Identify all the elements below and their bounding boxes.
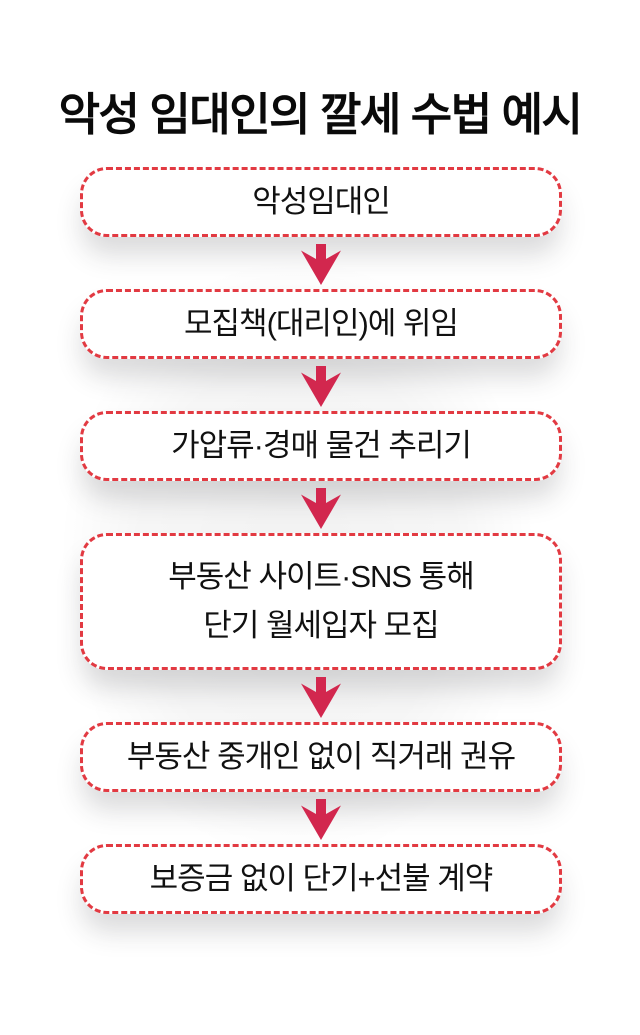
down-arrow-icon [301, 677, 341, 718]
flow-step-5: 부동산 중개인 없이 직거래 권유 [80, 722, 562, 792]
flow-step-2-label: 모집책(대리인)에 위임 [184, 305, 459, 341]
flow-step-1-label: 악성임대인 [252, 183, 391, 219]
flow-step-2: 모집책(대리인)에 위임 [80, 289, 562, 359]
flow-step-4-label: 부동산 사이트·SNS 통해 단기 월세입자 모집 [168, 558, 474, 643]
flow-step-6-label: 보증금 없이 단기+선불 계약 [149, 860, 494, 896]
page-title: 악성 임대인의 깔세 수법 예시 [58, 89, 583, 141]
flow-step-6: 보증금 없이 단기+선불 계약 [80, 844, 562, 914]
flowchart: 악성임대인 모집책(대리인)에 위임 가압류·경매 물건 추리기 부동산 사이트… [80, 167, 562, 914]
down-arrow-icon [301, 799, 341, 840]
down-arrow-icon [301, 488, 341, 529]
down-arrow-icon [301, 366, 341, 407]
down-arrow-icon [301, 244, 341, 285]
flow-step-1: 악성임대인 [80, 167, 562, 237]
flow-step-4: 부동산 사이트·SNS 통해 단기 월세입자 모집 [80, 533, 562, 670]
flow-step-3-label: 가압류·경매 물건 추리기 [171, 427, 472, 463]
flow-step-5-label: 부동산 중개인 없이 직거래 권유 [126, 738, 516, 774]
flow-step-3: 가압류·경매 물건 추리기 [80, 411, 562, 481]
